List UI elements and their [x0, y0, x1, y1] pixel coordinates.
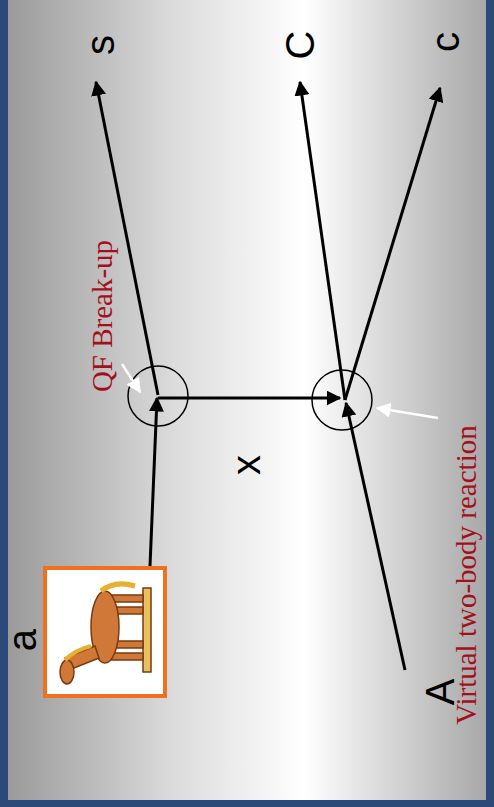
- particle-label: C: [280, 31, 320, 60]
- particle-label: s: [80, 35, 120, 55]
- pointer-arrows: [122, 364, 438, 418]
- particle-label: x: [226, 455, 266, 475]
- particle-label: a: [2, 629, 42, 651]
- background: [8, 0, 486, 800]
- vertex-circles: [128, 366, 372, 430]
- particle-label: A: [420, 679, 460, 706]
- trojan-horse: [45, 568, 165, 696]
- particle-label: c: [425, 32, 465, 52]
- annotation: QF Break-up: [88, 240, 117, 392]
